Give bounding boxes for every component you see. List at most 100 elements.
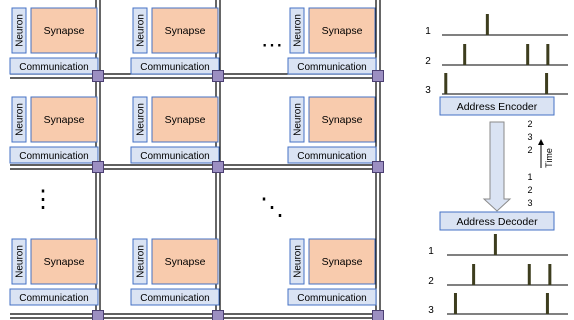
router-node (212, 70, 224, 82)
address-list-upper: 2 3 2 (527, 119, 532, 155)
neuron-label: Neuron (15, 14, 26, 47)
neuron-label: Neuron (136, 103, 147, 136)
neuron-label: Neuron (293, 245, 304, 278)
neuron-box (289, 238, 305, 285)
spike (548, 264, 552, 285)
router-node (372, 70, 384, 82)
neuron-box (289, 96, 305, 143)
ellipsis-vertical: ⋮ (31, 186, 55, 213)
neuron-box (289, 7, 305, 54)
neuron-label: Neuron (136, 14, 147, 47)
channel-label: 1 (428, 246, 434, 257)
synapse-label: Synapse (165, 25, 206, 37)
spike (526, 44, 530, 65)
communication-bar (287, 146, 377, 164)
spike (472, 264, 476, 285)
down-arrow (482, 121, 512, 212)
neuron-box (132, 96, 148, 143)
address-value: 2 (527, 185, 532, 195)
router-node (212, 161, 224, 173)
address-value: 2 (527, 145, 532, 155)
communication-bar (130, 57, 220, 75)
synapse-label: Synapse (165, 114, 206, 126)
synapse-box (151, 96, 219, 143)
communication-bar (287, 288, 377, 306)
routers (92, 70, 384, 320)
spike (493, 234, 497, 255)
router-node (372, 161, 384, 173)
spike (545, 293, 549, 314)
spike (485, 14, 489, 35)
synapse-box (308, 238, 376, 285)
communication-label: Communication (19, 151, 88, 162)
synapse-box (30, 7, 98, 54)
address-value: 3 (527, 132, 532, 142)
synapse-label: Synapse (322, 256, 363, 268)
spike (527, 264, 531, 285)
neuron-box (132, 238, 148, 285)
time-label: Time (544, 148, 554, 168)
synapse-label: Synapse (322, 114, 363, 126)
synapse-box (151, 7, 219, 54)
channel-label: 3 (425, 85, 431, 96)
synapse-label: Synapse (165, 256, 206, 268)
router-node (92, 161, 104, 173)
synapse-box (30, 96, 98, 143)
channel-label: 2 (428, 276, 434, 287)
communication-bar (9, 288, 99, 306)
neuron-box (11, 7, 27, 54)
synapse-box (151, 238, 219, 285)
spike (545, 73, 549, 94)
communication-label: Communication (140, 62, 209, 73)
communication-bar (130, 146, 220, 164)
address-list-lower: 123 (527, 172, 532, 208)
neuron-label: Neuron (15, 103, 26, 136)
synapse-label: Synapse (44, 114, 85, 126)
neuron-box (132, 7, 148, 54)
communication-label: Communication (19, 293, 88, 304)
neuron-box (11, 96, 27, 143)
router-node (212, 310, 224, 320)
address-decoder-label: Address Decoder (456, 216, 538, 228)
communication-label: Communication (297, 151, 366, 162)
ellipsis-diagonal: ⋱ (260, 194, 284, 221)
synapse-box (308, 96, 376, 143)
neuron-label: Neuron (15, 245, 26, 278)
address-encoder-label: Address Encoder (457, 101, 538, 113)
synapse-box (308, 7, 376, 54)
spike (453, 293, 457, 314)
channel-label: 3 (428, 305, 434, 316)
ellipsis-horizontal: ⋯ (261, 32, 283, 57)
address-value: 1 (527, 172, 532, 182)
communication-bar (287, 57, 377, 75)
spike (463, 44, 467, 65)
communication-bar (130, 288, 220, 306)
spike (444, 73, 448, 94)
neuron-box (11, 238, 27, 285)
neuron-label: Neuron (293, 103, 304, 136)
decoder-spike-trains: 1 2 3 (428, 234, 568, 316)
router-node (372, 310, 384, 320)
address-stream: 2 3 2 123 Time (482, 119, 554, 212)
communication-label: Communication (297, 62, 366, 73)
communication-label: Communication (297, 293, 366, 304)
communication-label: Communication (19, 62, 88, 73)
communication-label: Communication (140, 151, 209, 162)
neuron-label: Neuron (293, 14, 304, 47)
spike (546, 44, 550, 65)
address-value: 2 (527, 119, 532, 129)
channel-label: 2 (425, 56, 431, 67)
synapse-label: Synapse (44, 256, 85, 268)
